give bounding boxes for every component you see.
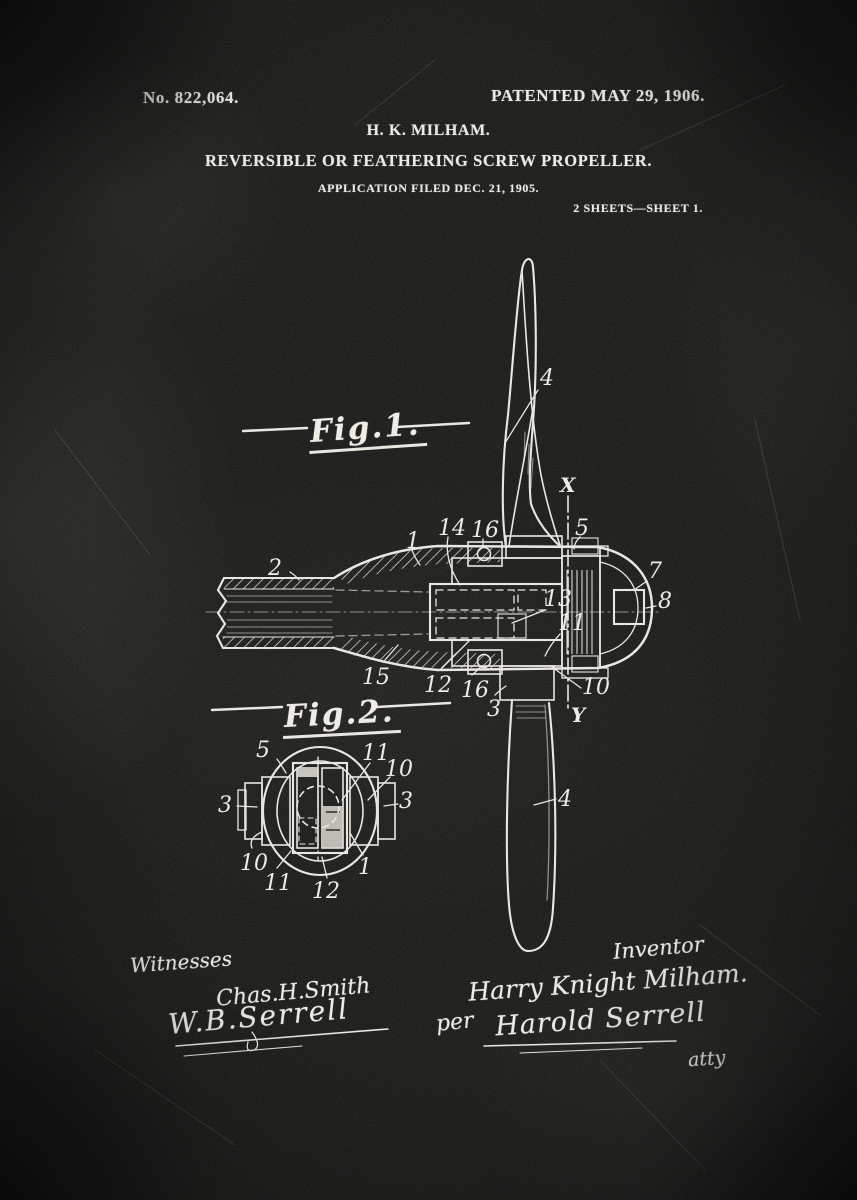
- patent-date: PATENTED MAY 29, 1906.: [491, 86, 705, 105]
- application-date-line: APPLICATION FILED DEC. 21, 1905.: [317, 181, 540, 195]
- fig2-label: Fig.2.: [281, 692, 401, 740]
- per-label: per: [434, 1008, 475, 1037]
- sheet-info: 2 SHEETS—SHEET 1.: [573, 201, 703, 215]
- attorney-title-label: atty: [687, 1046, 727, 1072]
- inventor-heading: H. K. MILHAM.: [366, 122, 491, 139]
- fig1-label: Fig.1.: [306, 405, 427, 455]
- patent-title: REVERSIBLE OR FEATHERING SCREW PROPELLER…: [204, 151, 653, 170]
- patent-number: No. 822,064.: [143, 88, 239, 107]
